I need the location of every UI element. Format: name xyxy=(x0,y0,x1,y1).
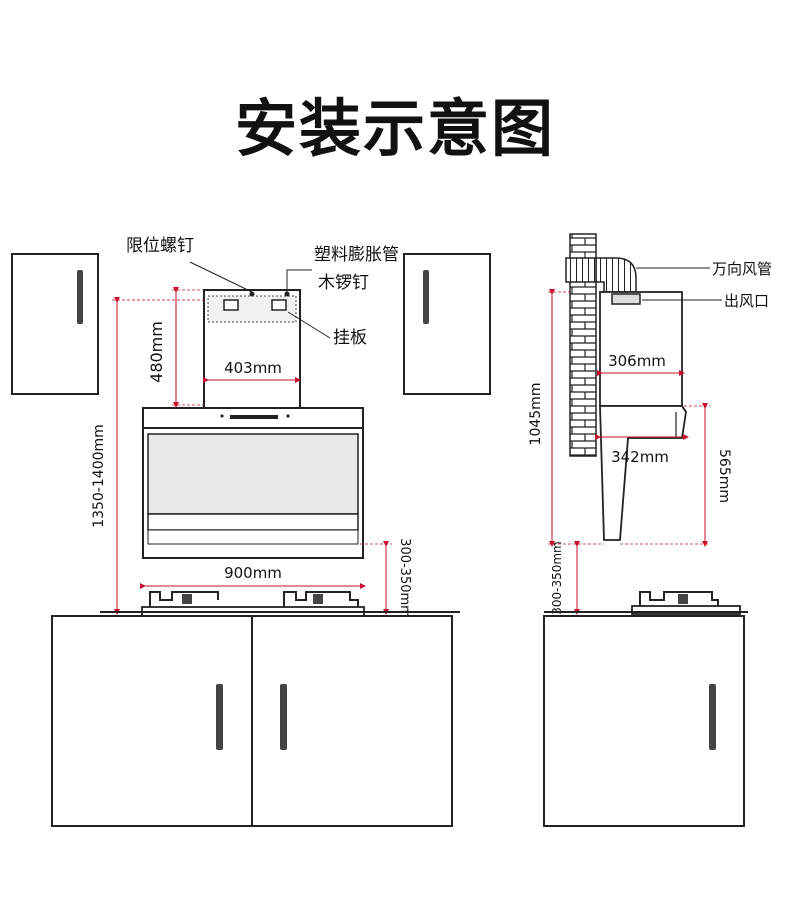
dim-label-side-depth-mid: 342mm xyxy=(611,448,669,466)
cabinet-handle xyxy=(709,684,716,750)
dim-label-side-to-stove: 300-350mm xyxy=(550,541,564,615)
wood-screw-icon xyxy=(249,291,255,297)
dim-install-height xyxy=(112,297,204,615)
air-outlet-icon xyxy=(611,293,641,305)
range-hood-side xyxy=(599,291,687,541)
dim-hood-to-stove xyxy=(360,541,392,615)
base-cabinet-front xyxy=(51,615,453,827)
dim-plate-height xyxy=(172,287,204,408)
limit-screw-icon xyxy=(271,299,287,311)
dim-label-plate-width: 403mm xyxy=(224,359,282,377)
limit-screw-icon xyxy=(223,299,239,311)
label-plastic-anchor: 塑料膨胀管 xyxy=(314,245,399,265)
cabinet-handle xyxy=(423,270,429,324)
upper-cabinet-right xyxy=(403,253,491,395)
dim-label-install-height: 1350-1400mm xyxy=(91,424,107,528)
dim-label-side-total-height: 1045mm xyxy=(528,383,544,446)
label-air-outlet: 出风口 xyxy=(724,292,769,310)
gas-stove-side xyxy=(631,591,741,615)
label-wood-screw: 木锣钉 xyxy=(318,273,369,293)
dim-side-body-height xyxy=(620,403,710,547)
dim-label-hood-to-stove: 300-350mm xyxy=(397,538,412,618)
dim-label-hood-width: 900mm xyxy=(224,564,282,582)
wood-screw-icon xyxy=(284,291,290,297)
page-title: 安装示意图 xyxy=(234,92,555,165)
dim-label-plate-height: 480mm xyxy=(147,321,166,383)
label-flex-duct: 万向风管 xyxy=(712,260,772,278)
label-limit-screw: 限位螺钉 xyxy=(126,236,194,256)
callout-lines xyxy=(189,261,331,339)
cabinet-handle xyxy=(77,270,83,324)
flexible-duct xyxy=(565,257,637,293)
range-hood-front xyxy=(142,407,364,559)
upper-cabinet-left xyxy=(11,253,99,395)
base-cabinet-side xyxy=(543,615,745,827)
dim-label-side-depth-top: 306mm xyxy=(608,352,666,370)
dim-label-side-body-height: 565mm xyxy=(716,449,732,503)
label-hanging-plate: 挂板 xyxy=(333,328,367,348)
hood-glass-panel xyxy=(147,433,359,515)
hood-chimney xyxy=(203,289,301,409)
cabinet-handle xyxy=(216,684,223,750)
cabinet-handle xyxy=(280,684,287,750)
